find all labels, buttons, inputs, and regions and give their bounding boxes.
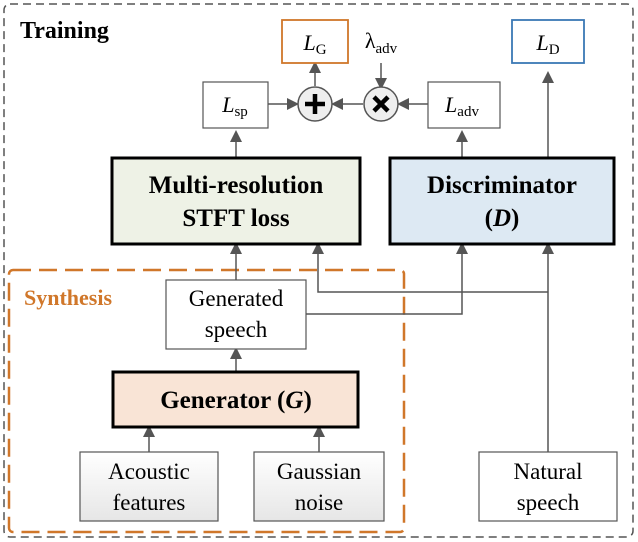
multires-line2: STFT loss bbox=[182, 205, 289, 232]
training-label: Training bbox=[20, 18, 109, 44]
generator-label: Generator (G) bbox=[160, 387, 312, 414]
gaussian-line1: Gaussian bbox=[277, 459, 362, 484]
natural-speech-box bbox=[478, 451, 618, 522]
training-frame bbox=[3, 3, 634, 538]
loss-d-label: LD bbox=[535, 30, 559, 58]
connection-lines bbox=[143, 61, 554, 452]
loss-d-box bbox=[511, 19, 585, 64]
loss-sp-box bbox=[202, 81, 269, 129]
generated-line1: Generated bbox=[189, 286, 284, 311]
acoustic-line2: features bbox=[113, 490, 186, 515]
natural-line1: Natural bbox=[514, 459, 583, 484]
multires-stft-loss-box bbox=[110, 156, 362, 246]
loss-g-box bbox=[281, 19, 349, 64]
times-icon bbox=[372, 95, 390, 113]
gaussian-line2: noise bbox=[295, 490, 344, 515]
multires-line1: Multi-resolution bbox=[149, 172, 324, 199]
synthesis-label: Synthesis bbox=[24, 285, 112, 310]
discriminator-line1: Discriminator bbox=[427, 172, 577, 199]
generated-line2: speech bbox=[205, 317, 268, 342]
gaussian-noise-box bbox=[253, 451, 385, 522]
lambda-adv-label: λadv bbox=[365, 28, 398, 57]
discriminator-box bbox=[388, 156, 616, 246]
discriminator-line2: (D) bbox=[485, 205, 520, 232]
generator-box bbox=[111, 370, 360, 429]
loss-sp-label: Lsp bbox=[221, 92, 248, 120]
generated-speech-box bbox=[165, 279, 307, 350]
loss-adv-box bbox=[427, 81, 501, 129]
loss-adv-label: Ladv bbox=[444, 92, 479, 120]
natural-line2: speech bbox=[517, 490, 580, 515]
acoustic-line1: Acoustic bbox=[108, 459, 190, 484]
synthesis-frame bbox=[7, 268, 406, 534]
acoustic-features-box bbox=[79, 451, 219, 522]
plus-icon bbox=[305, 94, 325, 114]
loss-g-label: LG bbox=[302, 30, 326, 58]
